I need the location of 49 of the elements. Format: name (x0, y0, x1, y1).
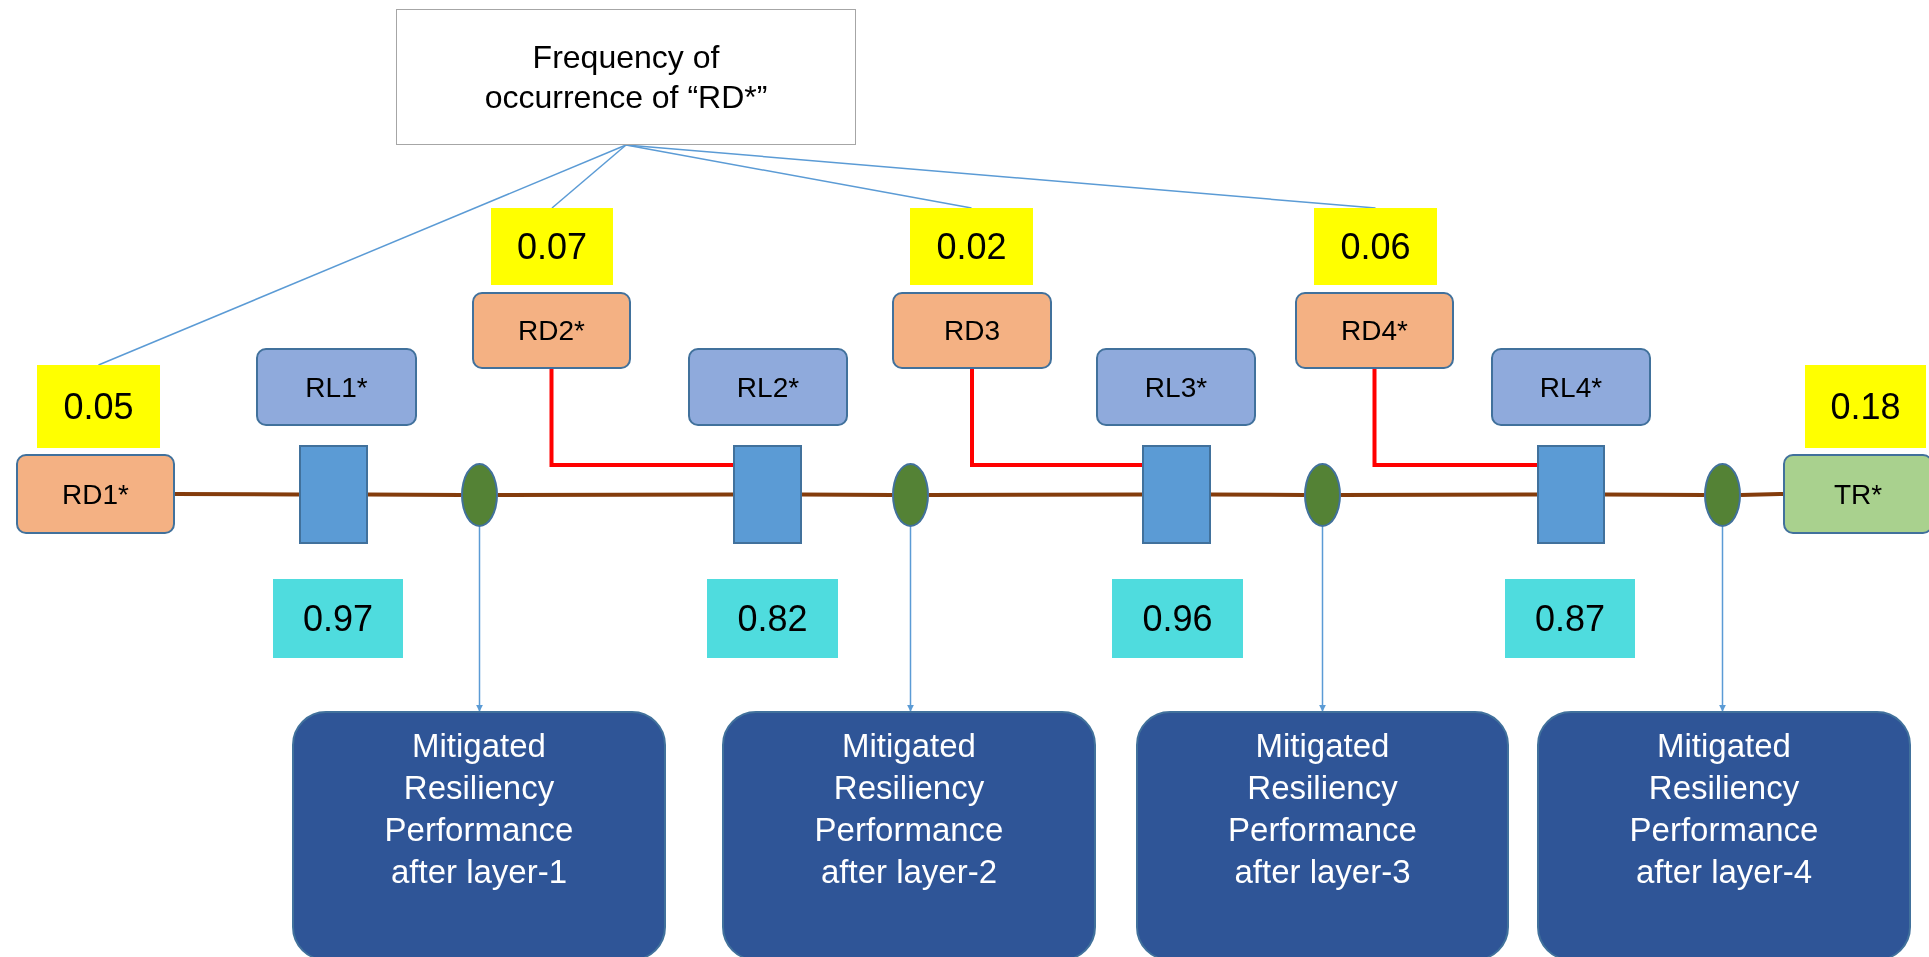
value-label: 0.18 (1805, 365, 1926, 448)
junction-ellipse (461, 463, 498, 527)
result-box: Mitigated Resiliency Performance after layer-2 (722, 711, 1096, 957)
connector-line (498, 492, 733, 497)
disruption-box: RD4* (1295, 292, 1454, 369)
disruption-box: RD1* (16, 454, 175, 534)
connector-line (549, 369, 733, 467)
value-label: 0.97 (273, 579, 403, 658)
connector-line (368, 492, 461, 497)
layer-block (1142, 445, 1211, 544)
arrow (1319, 526, 1326, 712)
junction-ellipse (892, 463, 929, 527)
arrow (907, 526, 914, 712)
layer-block (1537, 445, 1605, 544)
layer-box: RL3* (1096, 348, 1256, 426)
connector-line (802, 492, 892, 497)
result-box: Mitigated Resiliency Performance after layer-3 (1136, 711, 1509, 957)
layer-block (733, 445, 802, 544)
value-label: 0.87 (1505, 579, 1635, 658)
connector-line (1605, 492, 1704, 497)
layer-box: RL4* (1491, 348, 1651, 426)
leader-line (551, 144, 627, 209)
disruption-box: RD3 (892, 292, 1052, 369)
junction-ellipse (1304, 463, 1341, 527)
value-label: 0.02 (910, 208, 1033, 285)
arrow (1719, 526, 1726, 712)
result-box: Mitigated Resiliency Performance after layer-4 (1537, 711, 1911, 957)
connector-line (929, 492, 1142, 497)
value-label: 0.82 (707, 579, 838, 658)
value-label: 0.96 (1112, 579, 1243, 658)
value-label: 0.05 (37, 365, 160, 448)
leader-line (97, 144, 627, 366)
junction-ellipse (1704, 463, 1741, 527)
callout-box: Frequency of occurrence of “RD*” (396, 9, 856, 145)
layer-box: RL2* (688, 348, 848, 426)
result-box: Mitigated Resiliency Performance after layer-1 (292, 711, 666, 957)
connector-line (1341, 492, 1537, 497)
value-label: 0.06 (1314, 208, 1437, 285)
value-label: 0.07 (491, 208, 613, 285)
disruption-box: RD2* (472, 292, 631, 369)
connector-line (175, 492, 299, 497)
arrow (476, 526, 483, 712)
connector-line (1372, 369, 1537, 467)
terminal-box: TR* (1783, 454, 1929, 534)
layer-block (299, 445, 368, 544)
connector-line (970, 369, 1142, 467)
connector-line (1211, 492, 1304, 497)
layer-box: RL1* (256, 348, 417, 426)
connector-line (1740, 492, 1784, 497)
